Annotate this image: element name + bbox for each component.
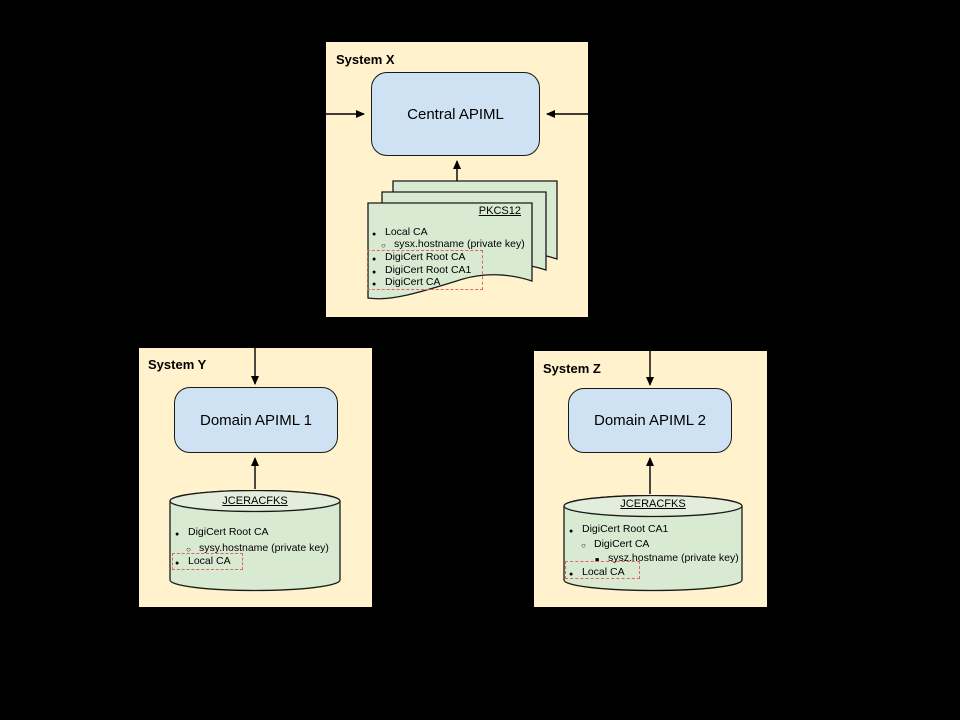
cert-entry: DigiCert Root CA1 (569, 522, 668, 535)
highlight-box-system-x (367, 250, 483, 290)
cert-entry-label: DigiCert Root CA1 (582, 522, 669, 535)
cert-entry: sysz.hostname (private key) (595, 551, 739, 564)
jceracfks-store-label-z: JCERACFKS (620, 498, 686, 510)
cert-entry-label: Local CA (582, 565, 625, 578)
cert-entry-label: Local CA (385, 225, 428, 238)
bullet-icon (581, 536, 590, 552)
cylinder-top-cap (563, 495, 743, 518)
bullet-icon (569, 521, 578, 537)
system-y-label: System Y (148, 357, 207, 372)
cert-entry: DigiCert CA (372, 275, 440, 288)
domain-apiml-1-node: Domain APIML 1 (174, 387, 338, 453)
jceracfks-store-label-y: JCERACFKS (222, 495, 288, 507)
domain-apiml-2-node: Domain APIML 2 (568, 388, 732, 453)
cert-entry: DigiCert CA (581, 537, 649, 550)
cert-entry: DigiCert Root CA (372, 250, 466, 263)
cylinder-top-cap (169, 490, 341, 513)
cert-entry: Local CA (569, 565, 625, 578)
system-x-label: System X (336, 52, 395, 67)
cert-entry: Local CA (175, 554, 231, 567)
jceracfks-cylinder-y (169, 490, 341, 592)
cert-entry-label: sysx.hostname (private key) (394, 237, 525, 250)
cert-entry-label: DigiCert CA (385, 275, 441, 288)
cert-entry: DigiCert Root CA (175, 525, 269, 538)
cert-entry-label: sysy.hostname (private key) (199, 541, 329, 554)
cert-entry: sysx.hostname (private key) (381, 237, 525, 250)
cert-entry-label: DigiCert Root CA1 (385, 263, 472, 276)
cert-entry: Local CA (372, 225, 428, 238)
cert-entry-label: sysz.hostname (private key) (608, 551, 739, 564)
central-apiml-label: Central APIML (407, 105, 504, 123)
cert-entry-label: DigiCert Root CA (188, 525, 269, 538)
jceracfks-cylinder-z (563, 495, 743, 592)
highlight-box-system-z (565, 561, 640, 579)
domain-apiml-1-label: Domain APIML 1 (200, 411, 312, 429)
domain-apiml-2-label: Domain APIML 2 (594, 412, 706, 429)
pkcs12-store-label: PKCS12 (478, 205, 521, 217)
cert-entry-label: DigiCert CA (594, 537, 650, 550)
bullet-icon (175, 524, 184, 540)
bullet-icon (372, 224, 381, 240)
cert-entry-label: Local CA (188, 554, 231, 567)
cert-entry: DigiCert Root CA1 (372, 263, 471, 276)
central-apiml-node: Central APIML (371, 72, 540, 156)
system-z-label: System Z (543, 361, 601, 376)
cert-entry: sysy.hostname (private key) (186, 541, 329, 554)
highlight-box-system-y (172, 553, 243, 570)
cert-entry-label: DigiCert Root CA (385, 250, 466, 263)
